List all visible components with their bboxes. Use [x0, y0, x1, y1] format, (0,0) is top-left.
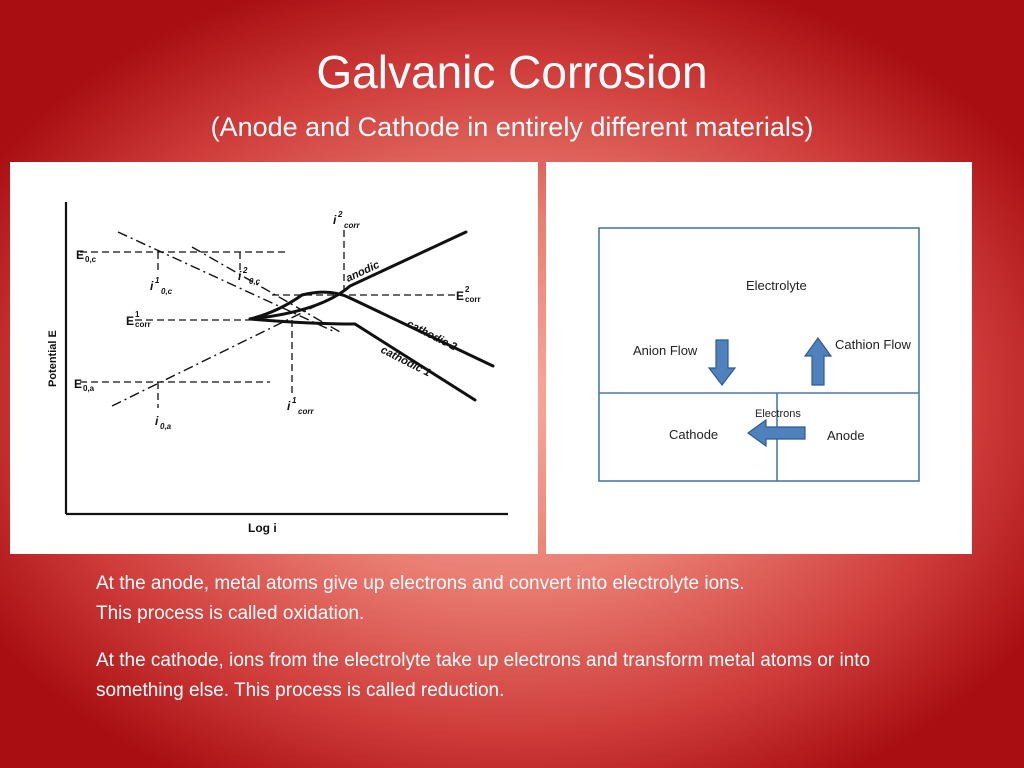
cathodic-2-curve: [300, 290, 495, 368]
label-cathodic-2: cathodic 2: [405, 318, 459, 353]
cation-flow-up-arrow-icon: [803, 336, 833, 386]
svg-text:E: E: [126, 314, 134, 328]
cell-outer-box: [598, 227, 920, 482]
label-e1-corr: E 1 corr: [126, 310, 151, 329]
svg-text:0,c: 0,c: [249, 277, 261, 286]
svg-text:0,a: 0,a: [83, 384, 95, 393]
svg-text:corr: corr: [135, 320, 151, 329]
polarization-diagram-panel: Potential E Log i E 0,c i 1 0,c i 2 0,c …: [10, 162, 538, 554]
polarization-diagram: Potential E Log i E 0,c i 1 0,c i 2 0,c …: [47, 202, 508, 535]
label-i1-corr: i 1 corr: [287, 396, 314, 416]
svg-text:0,a: 0,a: [160, 422, 172, 431]
svg-text:i: i: [155, 414, 159, 428]
polarization-curves: [248, 230, 495, 402]
svg-text:corr: corr: [344, 221, 360, 230]
cation-flow-label: Cathion Flow: [835, 337, 911, 352]
svg-text:1: 1: [155, 276, 160, 285]
svg-text:i: i: [333, 213, 337, 227]
electrons-label: Electrons: [755, 408, 801, 420]
svg-text:0,c: 0,c: [161, 287, 173, 296]
svg-text:1: 1: [292, 396, 297, 405]
svg-text:2: 2: [465, 285, 470, 294]
oxidation-paragraph: At the anode, metal atoms give up electr…: [96, 569, 936, 629]
y-axis-label: Potential E: [47, 330, 59, 387]
cathode-label: Cathode: [669, 427, 718, 442]
svg-text:2: 2: [242, 266, 248, 275]
electron-flow-left-arrow-icon: [746, 418, 806, 448]
cell-diagram-panel: Electrolyte Anion Flow Cathion Flow Elec…: [546, 162, 972, 554]
svg-text:0,c: 0,c: [85, 255, 97, 264]
cell-boxes: [598, 227, 920, 482]
svg-text:E: E: [74, 377, 82, 391]
reference-lines: [80, 230, 455, 408]
oxidation-line-2: This process is called oxidation.: [96, 603, 365, 624]
svg-text:1: 1: [135, 310, 140, 319]
label-i1-0c: i 1 0,c: [150, 276, 173, 296]
cell-diagram: Electrolyte Anion Flow Cathion Flow Elec…: [598, 227, 920, 482]
label-e0c: E 0,c: [76, 248, 97, 264]
label-i2-corr: i 2 corr: [333, 210, 360, 230]
anode-label: Anode: [827, 428, 865, 443]
svg-text:i: i: [238, 269, 242, 283]
svg-text:corr: corr: [465, 295, 481, 304]
reduction-paragraph: At the cathode, ions from the electrolyt…: [96, 650, 871, 701]
diagram-axes: [64, 202, 508, 516]
svg-text:i: i: [150, 279, 154, 293]
slide-title: Galvanic Corrosion: [316, 46, 708, 98]
label-e2-corr: E 2 corr: [456, 285, 481, 304]
anion-flow-down-arrow-icon: [707, 339, 737, 386]
label-i2-0c: i 2 0,c: [238, 266, 261, 286]
tafel-lines: [111, 231, 341, 407]
cathodic-1-curve: [248, 317, 477, 402]
label-i0a: i 0,a: [155, 414, 172, 431]
label-cathodic-1: cathodic 1: [379, 344, 433, 379]
x-axis-label: Log i: [248, 521, 277, 535]
svg-text:E: E: [76, 248, 84, 262]
slide-subtitle: (Anode and Cathode in entirely different…: [210, 112, 814, 142]
anodic-lower-curve: [248, 293, 304, 321]
svg-text:corr: corr: [298, 407, 314, 416]
anion-flow-label: Anion Flow: [633, 343, 698, 358]
svg-text:2: 2: [337, 210, 343, 219]
svg-text:E: E: [456, 289, 464, 303]
oxidation-line-1: At the anode, metal atoms give up electr…: [96, 573, 745, 594]
anodic-curve: [248, 230, 468, 321]
label-e0a: E 0,a: [74, 377, 95, 393]
electrolyte-label: Electrolyte: [746, 278, 807, 293]
svg-text:i: i: [287, 399, 291, 413]
